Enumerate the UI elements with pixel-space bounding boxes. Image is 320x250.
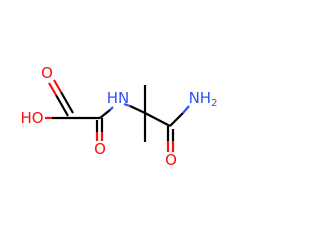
atom-n-amide-subscript: 2 [211,98,217,109]
bond-cq-c3 [144,112,171,127]
bond-c1-o-a [55,94,69,117]
bond-n-cq-n [123,102,131,108]
atom-o-carbonyl-left: O [41,64,53,82]
molecule-structure: O HO O HN NH2 O [20,64,218,169]
bond-c1-o-a-o [48,82,57,96]
bond-n-cq [129,105,146,114]
bond-c1-o-b-o [53,79,62,93]
atom-n-amine: HN [107,89,130,107]
atom-n-amide: NH2 [189,89,218,109]
atom-n-amide-main: NH [189,89,212,107]
bond-c2-n-n [109,106,114,111]
atom-o-carbonyl-mid: O [94,140,106,158]
bond-c1-o-b [60,91,74,114]
structure-canvas: O HO O HN NH2 O [20,64,218,169]
bond-c2-n [99,109,111,119]
bond-c3-nh2-n [182,105,190,114]
bond-c3-nh2 [169,112,184,127]
atom-o-amide: O [165,151,177,169]
atom-o-hydroxyl: HO [20,109,43,127]
